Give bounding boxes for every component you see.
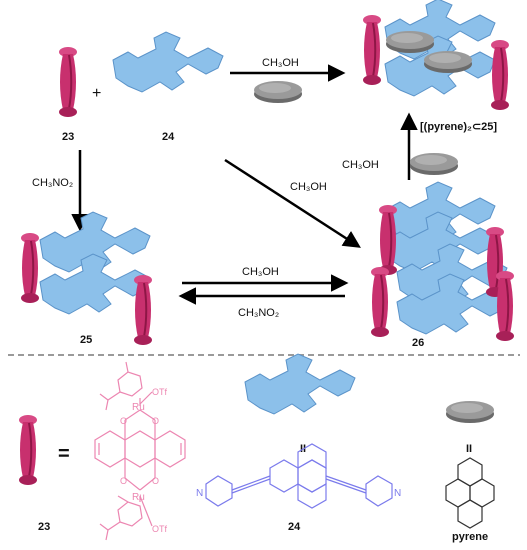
product-label: [(pyrene)₂⊂25] [420, 121, 497, 133]
otf-label-bottom: OTf [152, 524, 167, 534]
arrow-diagonal [224, 158, 361, 248]
cage-26 [370, 181, 515, 342]
legend-23-label: 23 [38, 521, 50, 533]
reagent-top: CH₃OH [262, 57, 299, 69]
oxygen-label-3: O [120, 476, 127, 486]
oxygen-label-2: O [152, 416, 159, 426]
compound-23-label: 23 [62, 131, 74, 143]
ru-otf-bond-bottom [139, 495, 153, 527]
pyrene-structure [445, 457, 495, 529]
parallel-sign-pyrene: II [466, 443, 472, 455]
ru-label-bottom: Ru [132, 492, 145, 503]
cage-25 [20, 211, 153, 346]
compound-24-label: 24 [162, 131, 175, 143]
pillar-23-top [58, 46, 78, 118]
nitrogen-left: N [196, 488, 203, 499]
ru-label-top: Ru [132, 402, 145, 413]
pillar-23-legend [18, 414, 38, 486]
ligand-24-top [112, 31, 224, 93]
legend-24-label: 24 [288, 521, 301, 533]
reagent-eq-bottom: CH₃NO₂ [238, 307, 279, 319]
oxygen-label-4: O [152, 476, 159, 486]
oxygen-label-1: O [120, 416, 127, 426]
legend-pyrene-label: pyrene [452, 531, 488, 543]
compound-25-label: 25 [80, 334, 92, 346]
plus-sign: + [92, 85, 101, 102]
pyrene-disc-right [410, 153, 458, 175]
reagent-right: CH₃OH [342, 159, 379, 171]
ligand-24-legend [244, 353, 356, 415]
otf-label-top: OTf [152, 387, 167, 397]
reagent-left: CH₃NO₂ [32, 177, 73, 189]
pyrene-disc-top [254, 81, 302, 103]
ru-complex-structure [94, 361, 186, 541]
nitrogen-right: N [394, 488, 401, 499]
equals-sign: = [58, 443, 70, 465]
reagent-eq-top: CH₃OH [242, 266, 279, 278]
reagent-diagonal: CH₃OH [290, 181, 327, 193]
ru-otf-bond-top [139, 391, 153, 405]
ligand-24-structure [205, 443, 393, 509]
host-guest-complex [362, 0, 510, 111]
pyrene-disc-legend [446, 401, 494, 423]
compound-26-label: 26 [412, 337, 424, 349]
